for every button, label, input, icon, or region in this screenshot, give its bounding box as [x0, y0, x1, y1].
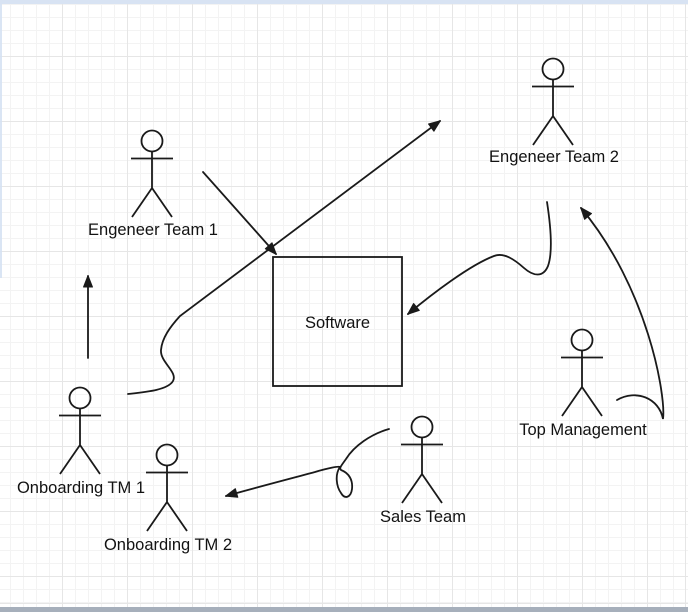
node-engineer-team-2-label: Engeneer Team 2 — [489, 148, 619, 166]
node-onboarding-tm-1-label: Onboarding TM 1 — [17, 479, 145, 497]
stick-figure-icon — [400, 415, 444, 504]
arrow-long-diagonal-to-top-right[interactable] — [127, 120, 441, 395]
node-sales-team[interactable]: Sales Team — [380, 415, 466, 527]
arrow-engineer-team-2-to-software[interactable] — [407, 201, 552, 315]
node-top-management-label: Top Management — [519, 421, 647, 439]
stick-figure-icon — [560, 328, 604, 417]
arrow-sales-team-to-onboarding-tm-2[interactable] — [225, 428, 390, 498]
node-software-label: Software — [305, 314, 370, 332]
arrow-engineer-team-1-to-software[interactable] — [202, 171, 277, 255]
stick-figure-icon — [130, 129, 174, 218]
node-engineer-team-1-label: Engeneer Team 1 — [88, 221, 218, 239]
node-onboarding-tm-2-label: Onboarding TM 2 — [104, 536, 232, 554]
arrow-top-management-to-engineer-team-2[interactable] — [580, 207, 665, 420]
stick-figure-icon — [531, 57, 575, 146]
node-engineer-team-2[interactable]: Engeneer Team 2 — [489, 57, 619, 167]
node-onboarding-tm-2[interactable]: Onboarding TM 2 — [104, 443, 232, 555]
node-software[interactable]: Software — [272, 256, 403, 387]
node-engineer-team-1[interactable]: Engeneer Team 1 — [88, 129, 218, 240]
left-edge-highlight — [0, 4, 2, 278]
window-top-edge — [0, 0, 688, 4]
node-onboarding-tm-1[interactable]: Onboarding TM 1 — [17, 386, 145, 498]
stick-figure-icon — [145, 443, 189, 532]
node-top-management[interactable]: Top Management — [519, 328, 647, 440]
node-sales-team-label: Sales Team — [380, 508, 466, 526]
stick-figure-icon — [58, 386, 102, 475]
horizontal-scrollbar[interactable] — [0, 607, 688, 612]
